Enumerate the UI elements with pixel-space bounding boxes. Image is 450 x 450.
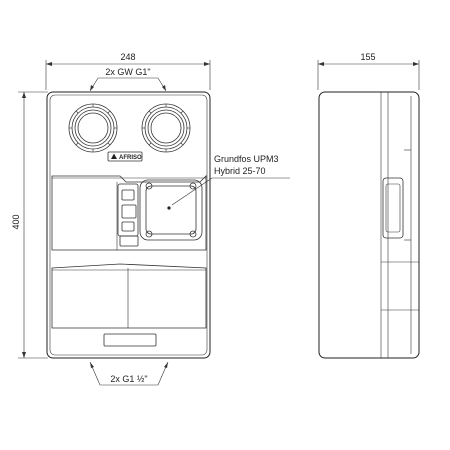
front-housing-inner-edge <box>49 94 208 356</box>
brand-text: AFRISO <box>119 155 142 161</box>
top-connections-callout: 2x GW G1" <box>89 67 167 92</box>
bottom-handle-slot <box>103 333 157 347</box>
side-handle <box>382 177 404 239</box>
top-connections-label: 2x GW G1" <box>105 67 150 77</box>
bottom-connections-label: 2x G1 ½" <box>110 374 147 384</box>
side-depth-dimension: 155 <box>317 52 420 90</box>
pump-pipe-assembly <box>117 183 139 247</box>
pump-label-line2: Hybrid 25-70 <box>214 166 266 176</box>
pump-compartment <box>51 175 207 251</box>
pump-callout: Grundfos UPM3 Hybrid 25-70 <box>171 154 290 206</box>
pump-label-line1: Grundfos UPM3 <box>214 154 279 164</box>
top-left-port <box>68 103 118 153</box>
bottom-connections-callout: 2x G1 ½" <box>89 361 169 386</box>
side-view <box>318 91 420 359</box>
front-view: AFRISO Grun <box>46 91 290 359</box>
height-value: 400 <box>11 214 21 229</box>
front-width-dimension: 248 <box>45 52 211 90</box>
afriso-logo: AFRISO <box>107 151 143 162</box>
front-width-value: 248 <box>120 52 135 62</box>
side-depth-value: 155 <box>360 52 375 62</box>
lower-compartment <box>51 263 207 347</box>
pump-head <box>139 179 203 241</box>
front-housing-outline <box>46 91 211 359</box>
side-housing-outline <box>318 91 420 359</box>
top-right-port <box>141 103 191 153</box>
height-dimension: 400 <box>11 91 48 359</box>
